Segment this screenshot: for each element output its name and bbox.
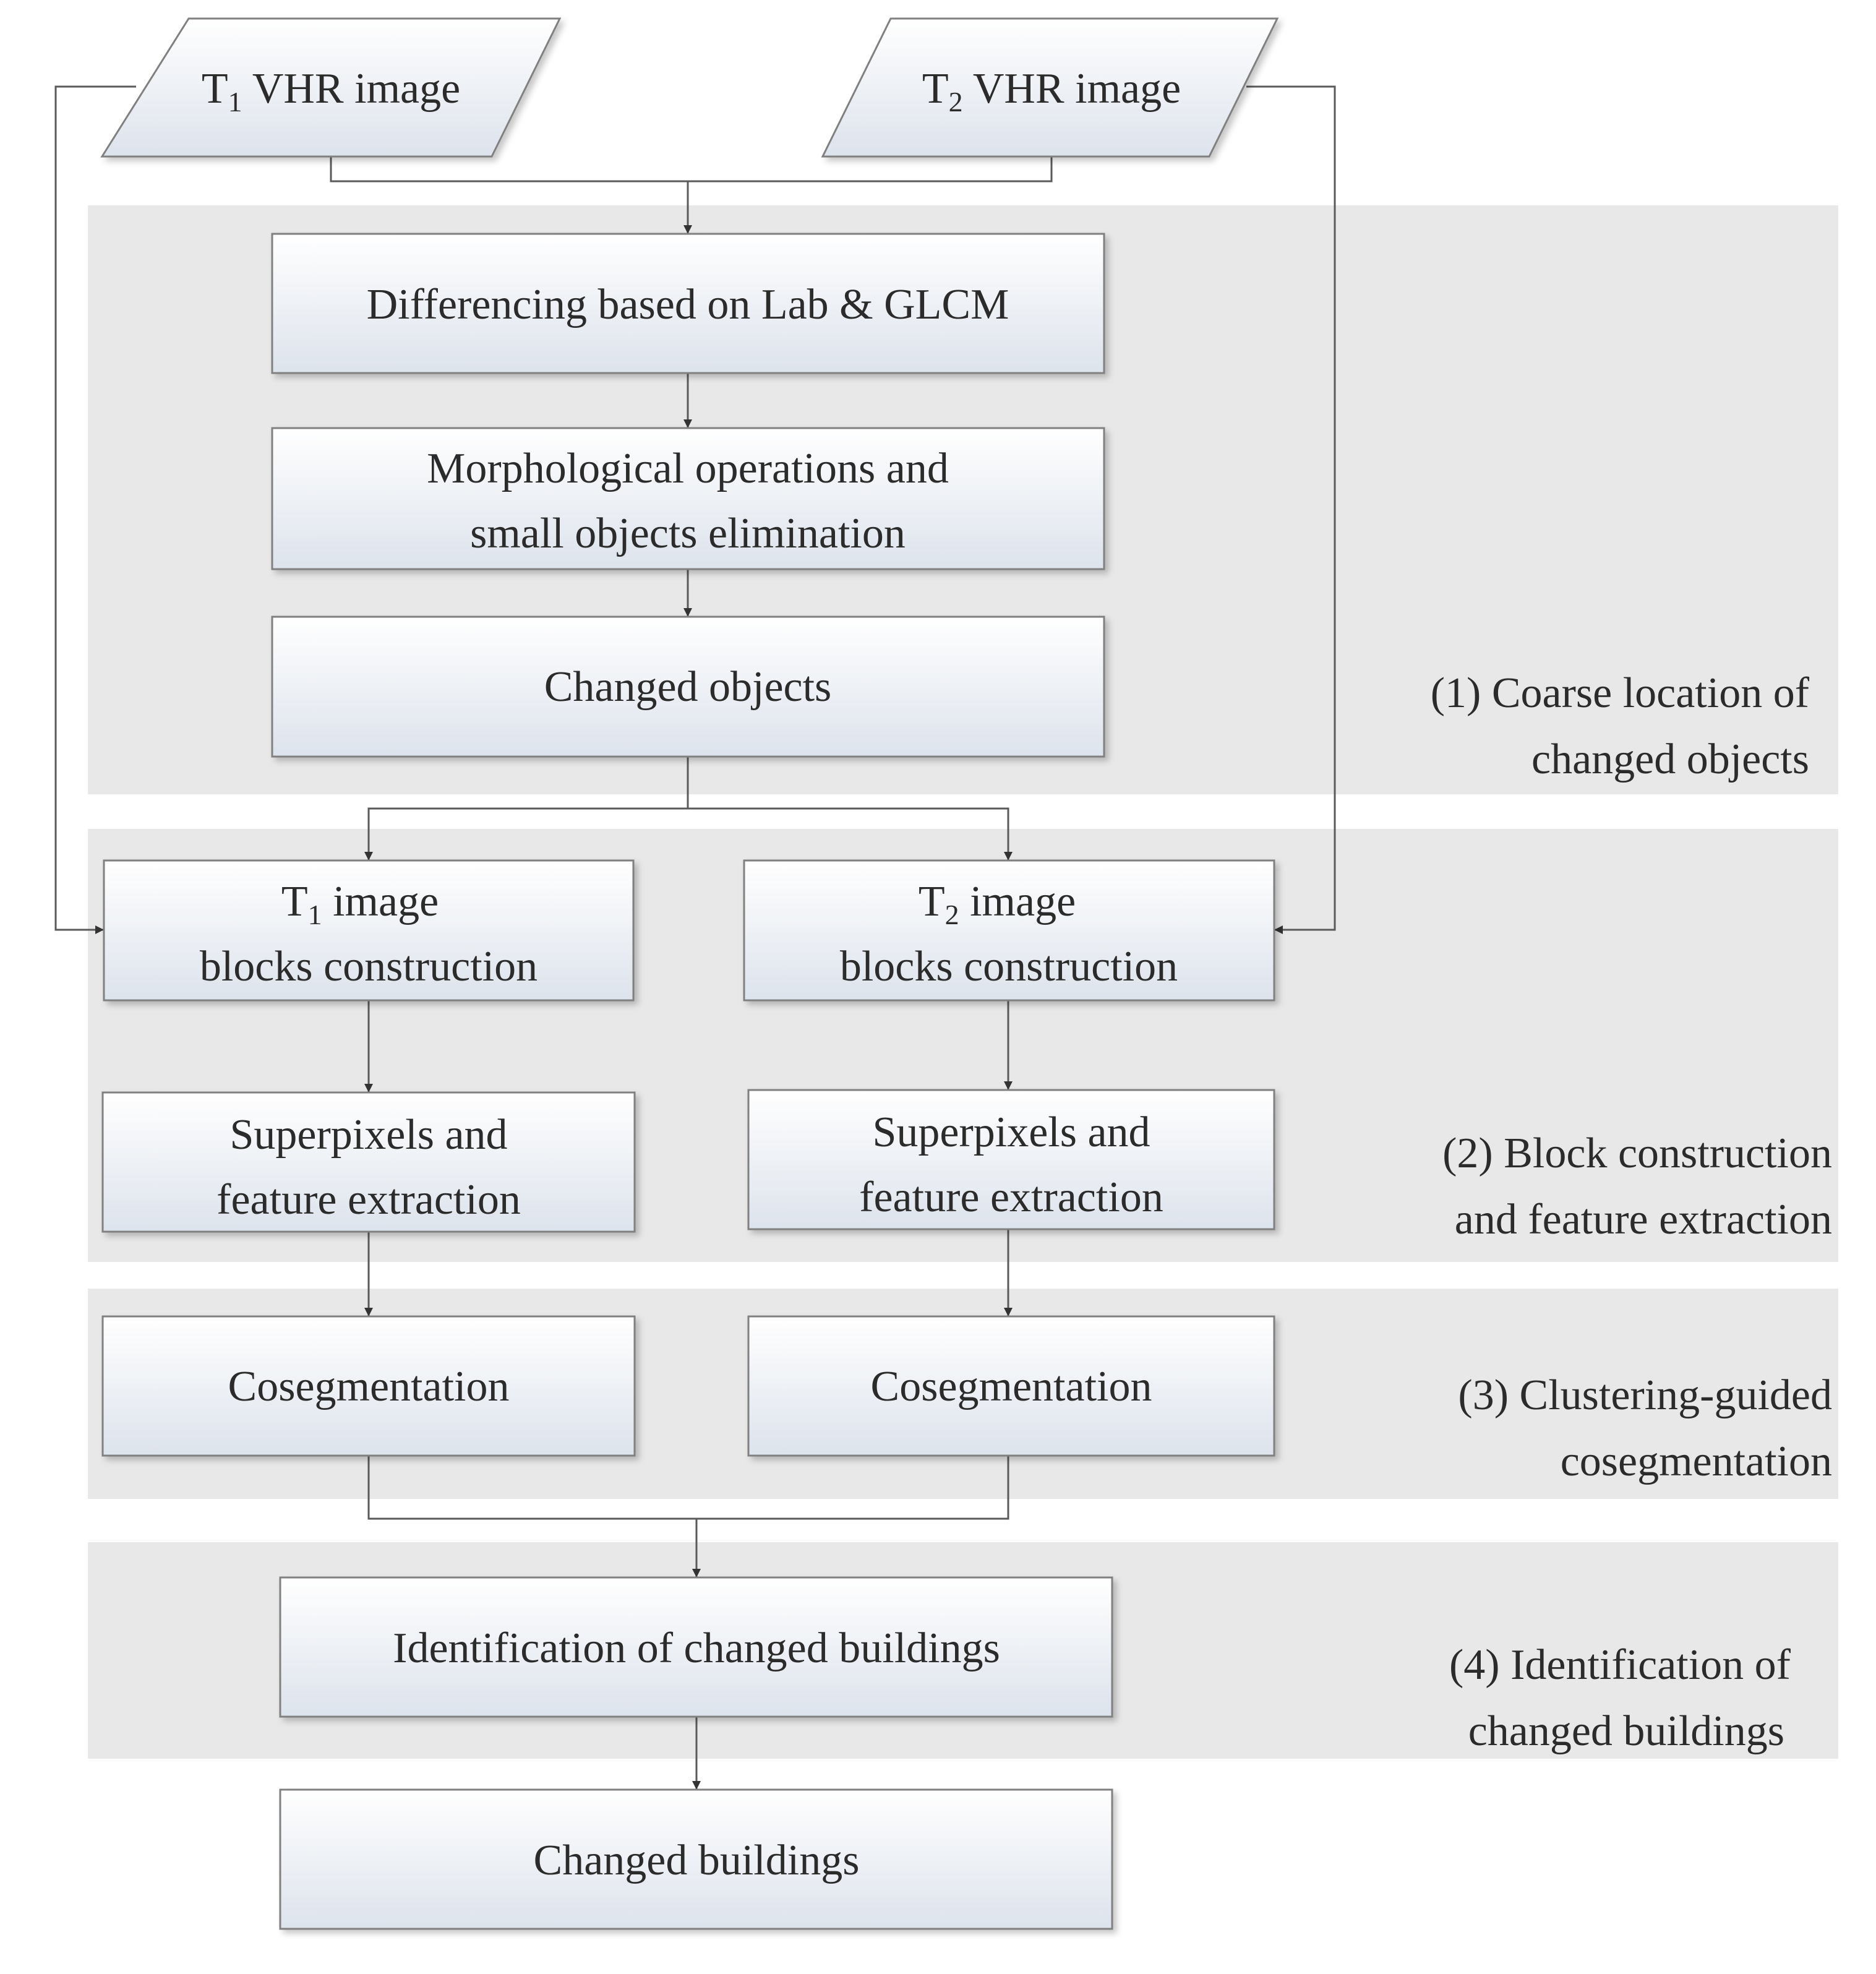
t2-superpixels-label-line1: Superpixels and	[872, 1109, 1150, 1156]
changed-objects-label: Changed objects	[544, 663, 832, 711]
t2-superpixels-label-line2: feature extraction	[859, 1174, 1163, 1221]
edge-t1-input-to-t1-blocks	[54, 85, 136, 934]
stage1-label-line1: (1) Coarse location of	[1431, 669, 1810, 717]
t2-input-label: VHR image	[963, 65, 1181, 113]
changed-buildings-label: Changed buildings	[534, 1837, 860, 1884]
stage3-label-line2: cosegmentation	[1561, 1438, 1832, 1485]
t1-blocks-label-line2: blocks construction	[200, 943, 538, 990]
t2-blocks-label-line2: blocks construction	[840, 943, 1178, 990]
edge-inputs-merge	[330, 157, 1053, 182]
t2-blocks-prefix: T	[919, 878, 945, 925]
t2-coseg-label: Cosegmentation	[871, 1363, 1152, 1410]
stage4-label-line1: (4) Identification of	[1449, 1641, 1791, 1689]
svg-text:T2 VHR image: T2 VHR image	[922, 65, 1181, 118]
t2-blocks-label-line1: image	[959, 878, 1076, 925]
t1-coseg-label: Cosegmentation	[228, 1363, 510, 1410]
t1-blocks-node: T1 image blocks construction	[103, 859, 635, 1002]
t2-input-subscript: 2	[949, 86, 963, 118]
edge-t2-input-to-t2-blocks	[1246, 85, 1336, 934]
t1-blocks-label-line1: image	[322, 878, 439, 925]
stage2-label-line2: and feature extraction	[1455, 1196, 1832, 1243]
t2-input-prefix: T	[922, 65, 949, 113]
edge-coseg-merge	[367, 1456, 1009, 1520]
stage3-label-line1: (3) Clustering-guided	[1458, 1371, 1832, 1419]
t2-coseg-node: Cosegmentation	[747, 1315, 1275, 1457]
t2-superpixels-node: Superpixels and feature extraction	[747, 1089, 1275, 1230]
t1-superpixels-label-line1: Superpixels and	[229, 1111, 507, 1159]
t2-input-node: T2 VHR image	[821, 17, 1279, 158]
morphology-label-line2: small objects elimination	[470, 510, 906, 557]
svg-text:T1 image: T1 image	[281, 878, 439, 930]
changed-objects-node: Changed objects	[271, 616, 1105, 758]
connectors	[54, 85, 1336, 1790]
differencing-node: Differencing based on Lab & GLCM	[271, 233, 1105, 374]
stage4-label-line2: changed buildings	[1468, 1707, 1784, 1755]
edge-changed-objects-split	[364, 757, 689, 860]
t1-superpixels-label-line2: feature extraction	[216, 1176, 521, 1224]
stage1-label-line2: changed objects	[1531, 736, 1809, 783]
svg-text:T1 VHR image: T1 VHR image	[202, 65, 460, 118]
t1-blocks-subscript: 1	[308, 899, 322, 930]
changed-buildings-node: Changed buildings	[279, 1788, 1113, 1930]
svg-text:T2 image: T2 image	[919, 878, 1076, 930]
t1-superpixels-node: Superpixels and feature extraction	[101, 1091, 636, 1233]
t1-coseg-node: Cosegmentation	[101, 1315, 636, 1457]
t1-input-label: VHR image	[242, 65, 461, 113]
t1-input-subscript: 1	[228, 86, 242, 118]
t1-input-prefix: T	[202, 65, 228, 113]
morphology-node: Morphological operations and small objec…	[271, 427, 1105, 570]
differencing-label: Differencing based on Lab & GLCM	[367, 281, 1009, 328]
identification-node: Identification of changed buildings	[279, 1576, 1113, 1718]
edge-changed-objects-to-t2-blocks	[688, 807, 1013, 860]
t2-blocks-subscript: 2	[945, 899, 959, 930]
t1-blocks-prefix: T	[281, 878, 308, 925]
identification-label: Identification of changed buildings	[393, 1624, 1000, 1672]
t2-blocks-node: T2 image blocks construction	[743, 859, 1275, 1002]
morphology-label-line1: Morphological operations and	[427, 445, 949, 492]
stage2-label-line1: (2) Block construction	[1442, 1130, 1832, 1177]
t1-input-node: T1 VHR image	[100, 17, 562, 158]
